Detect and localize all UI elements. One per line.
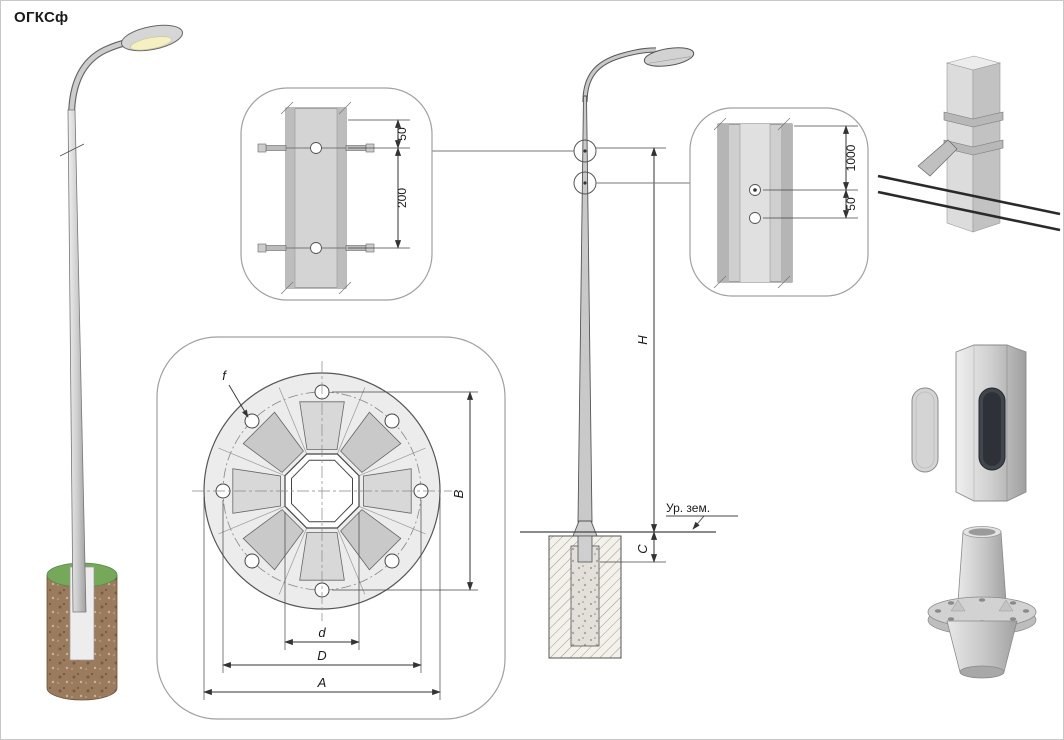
cable-2 <box>877 190 1061 232</box>
detail-view-clamp: 50 200 <box>240 87 574 301</box>
pole-section-bar <box>285 107 347 289</box>
pole-shaft <box>67 109 87 613</box>
dim-height: H <box>635 335 650 345</box>
dead-end-grip <box>917 139 958 177</box>
leader-f <box>228 384 249 418</box>
dim-bolt-circle: D <box>317 648 326 663</box>
elevation-view: Ур. зем. H C <box>520 47 738 659</box>
page-title: ОГКСф <box>14 9 68 26</box>
pole-joint-mark <box>59 143 85 157</box>
detail-view-hole: 1000 50 <box>596 107 869 297</box>
dim-across-flats: d <box>318 625 326 640</box>
dim-outer-dia: A <box>317 675 327 690</box>
dim-embed: C <box>635 544 650 554</box>
detail-marker-circle-upper <box>573 139 597 163</box>
dim-hole-dia: f <box>222 368 227 383</box>
ground-level-label: Ур. зем. <box>666 501 710 515</box>
foundation-core <box>570 545 600 647</box>
render-flange-base <box>927 526 1037 679</box>
elevation-arm <box>583 48 657 103</box>
dim-clamp-spacing: 200 <box>395 188 409 208</box>
dim-hole-upper: 1000 <box>844 144 858 171</box>
render-access-door <box>911 344 1027 502</box>
dim-bolt-span: B <box>451 489 466 498</box>
dim-clamp-offset: 50 <box>395 127 409 141</box>
door-plate <box>911 387 939 473</box>
elevation-pole-shaft <box>577 95 593 523</box>
bolt-hole-lower <box>749 212 761 224</box>
pole-3d-render <box>46 24 184 701</box>
base-tube <box>957 531 1007 603</box>
flange-separators <box>218 387 426 595</box>
detail-view-flange: f B d D A <box>156 336 506 720</box>
flange-gussets <box>232 401 412 581</box>
cable-1 <box>877 174 1061 216</box>
elevation-lamp-head <box>643 47 695 67</box>
render-cable-clamp <box>877 55 1061 233</box>
band-clamp-1 <box>943 111 1004 128</box>
lamp-head <box>120 24 184 52</box>
dim-hole-lower: 50 <box>844 197 858 211</box>
embedded-pole-stub <box>577 535 593 563</box>
